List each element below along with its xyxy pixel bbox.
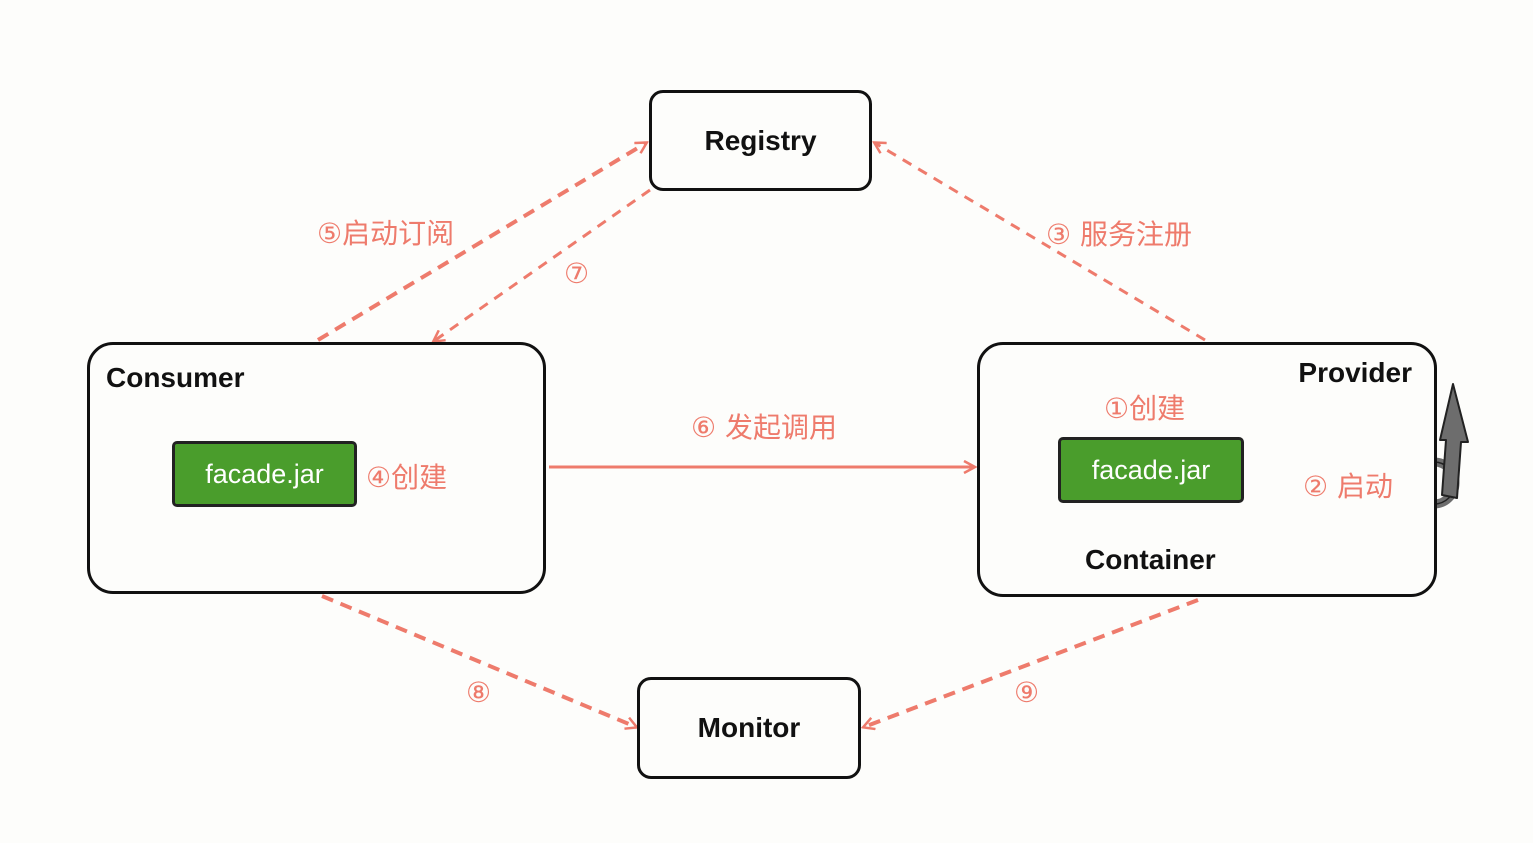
edge-subscribe-arrow xyxy=(316,143,646,342)
consumer-facade-jar: facade.jar xyxy=(172,441,357,507)
label-step4-create: ④创建 xyxy=(366,461,448,494)
container-title: Container xyxy=(1085,544,1216,575)
label-step7: ⑦ xyxy=(564,257,590,290)
label-step1-create: ①创建 xyxy=(1104,392,1186,425)
registry-title: Registry xyxy=(704,124,817,156)
monitor-title: Monitor xyxy=(697,712,801,743)
provider-facade-jar: facade.jar xyxy=(1058,437,1244,503)
edge-consumer-monitor-arrow xyxy=(321,594,636,727)
label-step3-register: ③ 服务注册 xyxy=(1046,218,1193,251)
label-step5-subscribe: ⑤启动订阅 xyxy=(317,217,455,250)
consumer-title: Consumer xyxy=(106,362,245,393)
registry-node: Registry xyxy=(649,90,872,191)
provider-title: Provider xyxy=(1298,357,1412,388)
label-step2-start: ② 启动 xyxy=(1303,470,1394,503)
edge-notify-arrow xyxy=(434,188,651,341)
label-step6-invoke: ⑥ 发起调用 xyxy=(691,411,838,444)
label-step9: ⑨ xyxy=(1014,676,1040,709)
monitor-node: Monitor xyxy=(637,677,861,779)
label-step8: ⑧ xyxy=(466,676,492,709)
